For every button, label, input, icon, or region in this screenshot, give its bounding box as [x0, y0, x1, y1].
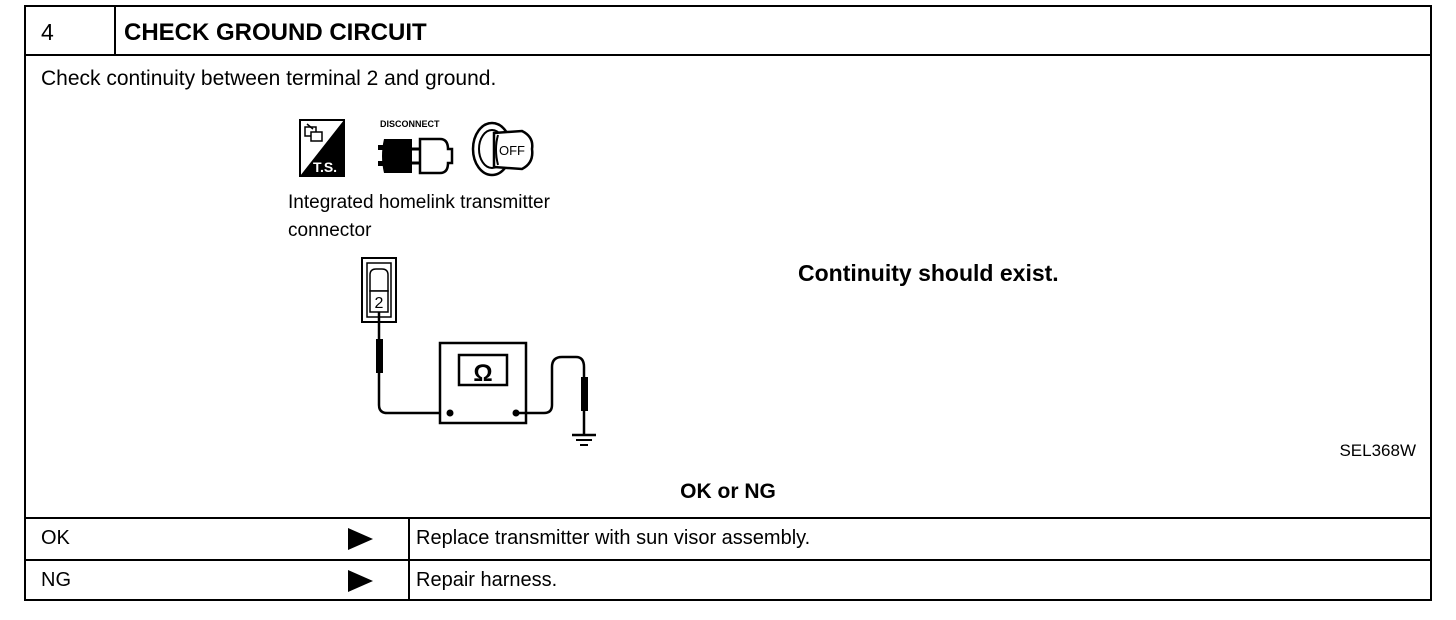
disconnect-label: DISCONNECT	[380, 119, 440, 129]
ohm-symbol: Ω	[473, 360, 492, 387]
inspection-step-table: 4 CHECK GROUND CIRCUIT Check continuity …	[24, 5, 1432, 601]
connector-label: Integrated homelink transmitter connecto…	[288, 192, 550, 241]
decision-row-ng: NG Repair harness.	[26, 559, 1430, 601]
step-header: 4 CHECK GROUND CIRCUIT	[26, 7, 1430, 56]
step-number: 4	[41, 19, 54, 45]
expected-result: Continuity should exist.	[798, 260, 1059, 286]
step-title: CHECK GROUND CIRCUIT	[124, 19, 427, 46]
terminal-number: 2	[375, 295, 384, 312]
ignition-off-icon: OFF	[471, 121, 534, 177]
decision-prompt: OK or NG	[680, 480, 776, 503]
ground-symbol	[572, 433, 596, 446]
disconnect-connector-icon: DISCONNECT	[378, 119, 454, 175]
test-probe-1	[376, 339, 383, 373]
connector-face: 2	[361, 257, 397, 323]
ohmmeter: Ω	[438, 341, 528, 425]
decision-action: Replace transmitter with sun visor assem…	[416, 527, 811, 549]
test-specification-icon: T.S.	[299, 119, 345, 177]
header-divider	[114, 7, 116, 54]
continuity-test-diagram: 2 Ω	[361, 257, 596, 446]
decision-label: NG	[41, 569, 71, 591]
row-divider	[408, 561, 410, 601]
ts-label: T.S.	[313, 159, 337, 175]
arrow-right-icon	[348, 570, 373, 592]
off-label: OFF	[499, 143, 525, 158]
decision-row-ok: OK Replace transmitter with sun visor as…	[26, 517, 1430, 559]
figure-code: SEL368W	[1339, 441, 1416, 460]
instruction-text: Check continuity between terminal 2 and …	[41, 67, 497, 90]
test-probe-2	[581, 377, 588, 411]
row-divider	[408, 519, 410, 559]
arrow-right-icon	[348, 528, 373, 550]
decision-label: OK	[41, 527, 70, 549]
decision-action: Repair harness.	[416, 569, 558, 591]
